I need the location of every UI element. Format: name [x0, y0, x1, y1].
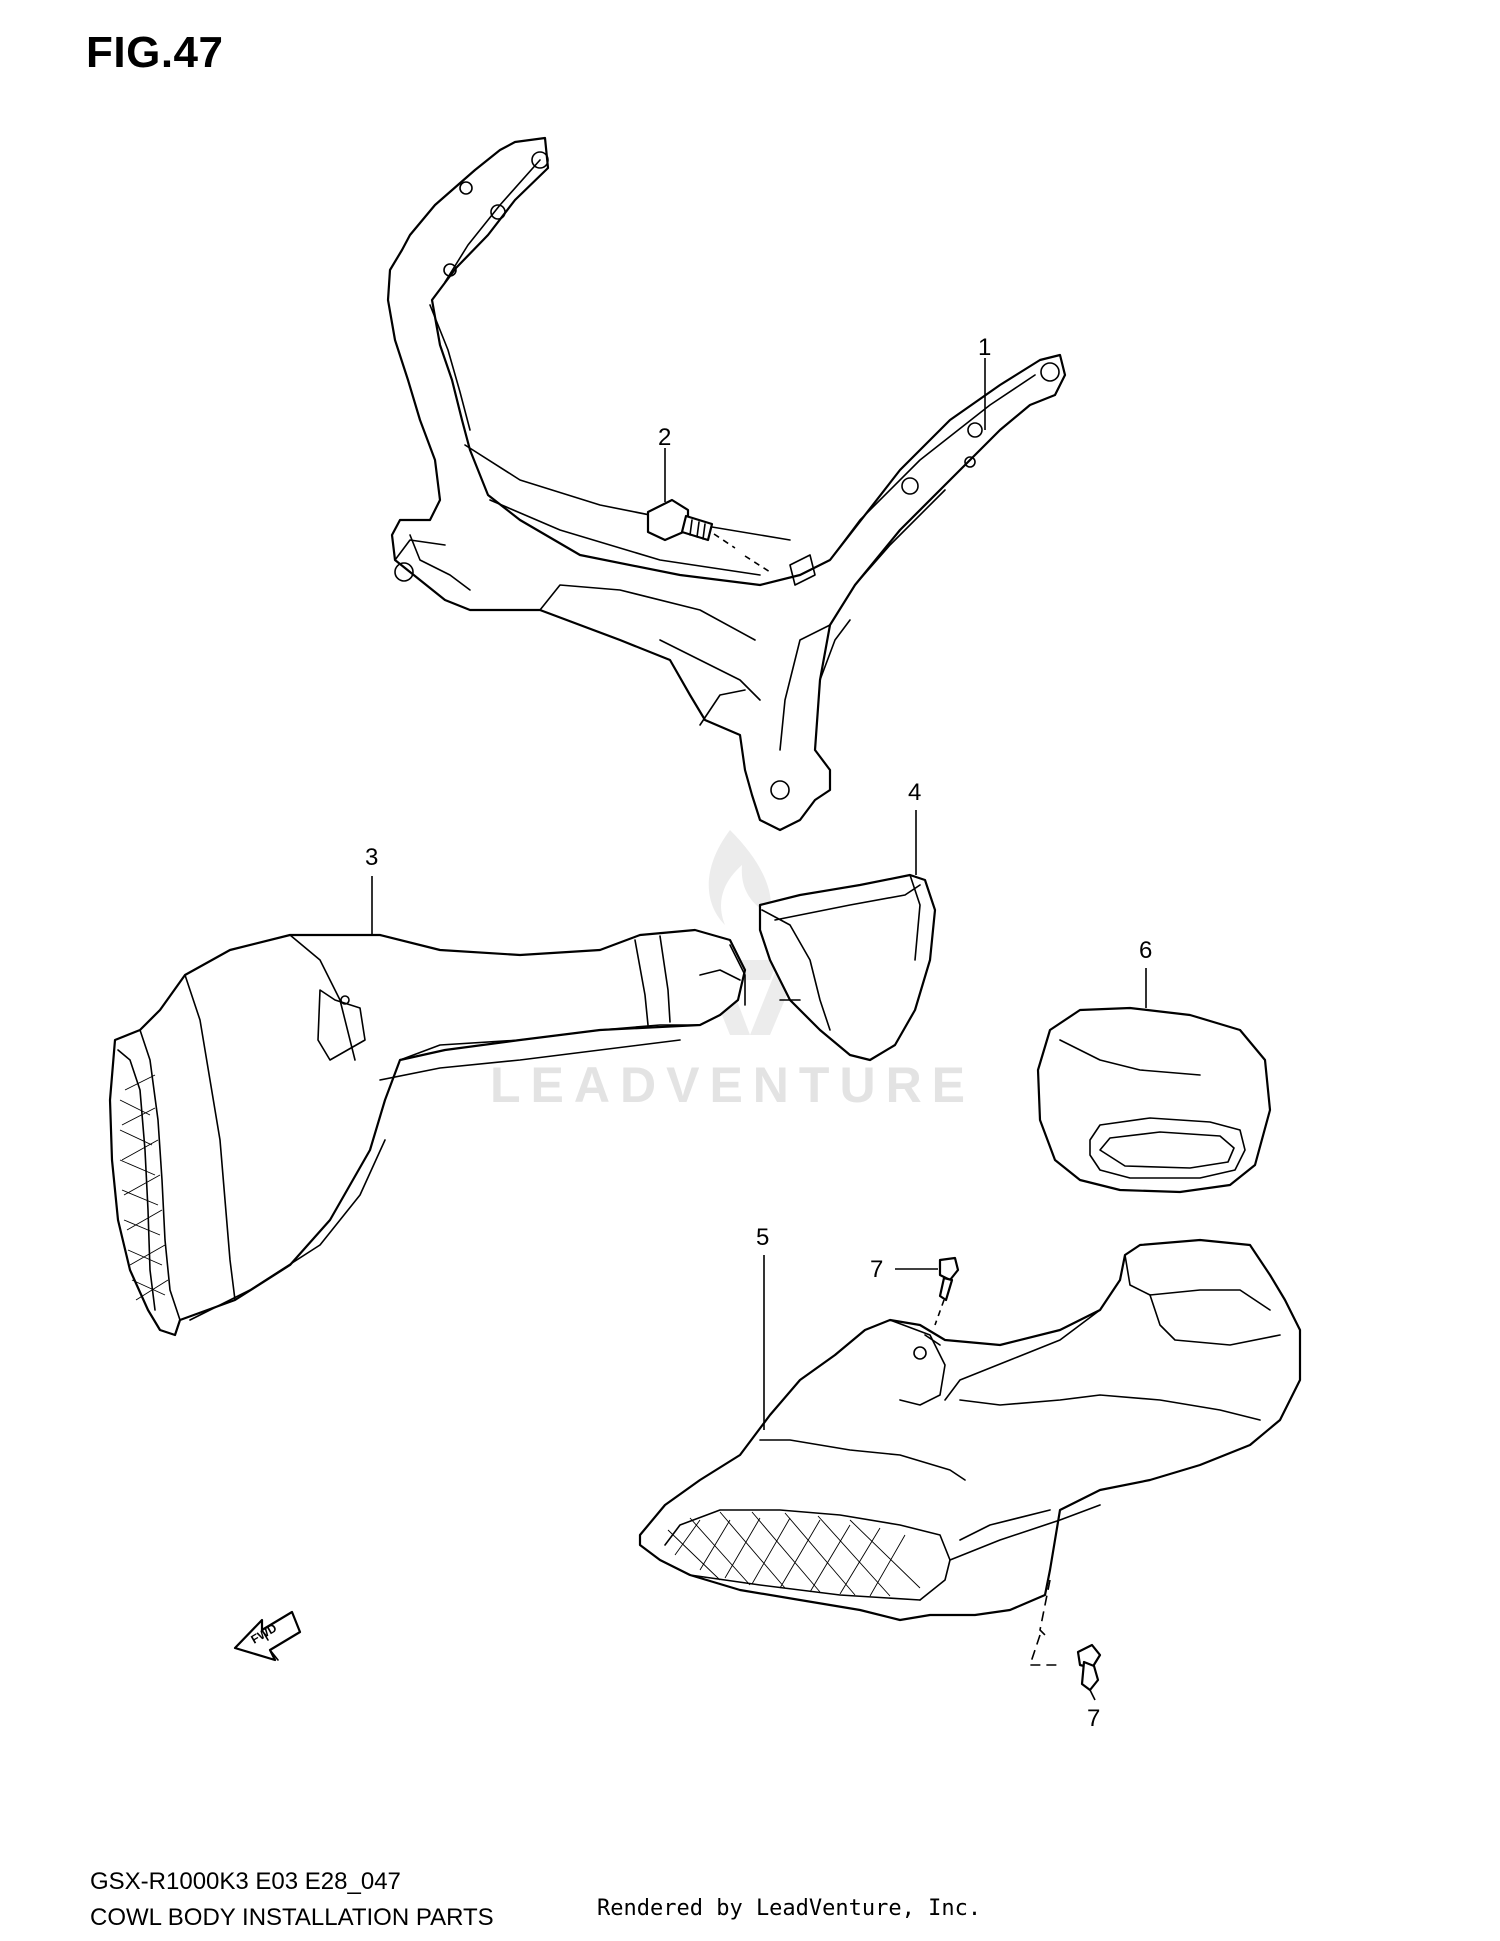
bolt-part	[646, 498, 771, 573]
rendered-by-credit: Rendered by LeadVenture, Inc.	[597, 1896, 982, 1921]
duct-joint-part	[758, 810, 937, 1062]
callout-label-1: 1	[978, 334, 991, 361]
callout-label-6: 6	[1139, 937, 1152, 964]
section-title: COWL BODY INSTALLATION PARTS	[90, 1904, 494, 1931]
callout-label-7-lower: 7	[1087, 1705, 1100, 1732]
intake-mesh-right	[667, 1511, 921, 1597]
left-air-duct-part	[108, 876, 747, 1337]
intake-mesh-left	[119, 1074, 169, 1301]
cowl-brace-part	[386, 136, 1067, 832]
callout-label-5: 5	[756, 1224, 769, 1251]
model-code: GSX-R1000K3 E03 E28_047	[90, 1868, 401, 1895]
watermark-text: LEADVENTURE	[490, 1057, 975, 1113]
callout-label-4: 4	[908, 779, 921, 806]
figure-title: FIG.47	[86, 28, 224, 77]
forward-arrow-icon: FWD	[233, 1610, 302, 1662]
clip-lower-part	[1076, 1643, 1102, 1701]
clip-upper-part	[895, 1256, 960, 1326]
duct-seal-part	[1036, 968, 1272, 1194]
callout-label-7-upper: 7	[870, 1256, 883, 1283]
right-air-duct-part	[638, 1238, 1302, 1666]
callout-label-3: 3	[365, 844, 378, 871]
callout-label-2: 2	[658, 424, 671, 451]
